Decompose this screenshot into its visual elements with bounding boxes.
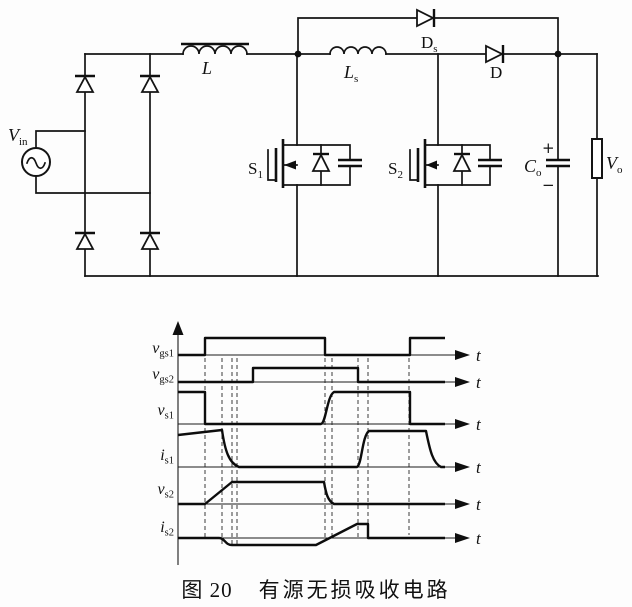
label-S1: S1 xyxy=(248,159,263,181)
bridge-rectifier xyxy=(75,74,160,250)
time-axis-arrow-icon xyxy=(455,377,470,387)
label-S2: S2 xyxy=(388,159,403,181)
waveform-row-vs1: vs1 t xyxy=(158,390,482,434)
waveform-row-is2: is2 t xyxy=(160,519,482,548)
waveform-label: is2 xyxy=(160,519,174,539)
waveform-row-vs2: vs2 t xyxy=(158,480,482,514)
waveform-label: vgs2 xyxy=(152,366,174,386)
bridge-diode-icon xyxy=(75,232,95,250)
y-axis-arrow-icon xyxy=(172,321,184,335)
trace-is2 xyxy=(178,522,445,547)
inductor-coil-icon xyxy=(329,46,387,55)
time-label: t xyxy=(476,346,482,365)
mosfet-gate-lead xyxy=(267,149,277,181)
mosfet-arrow-icon xyxy=(426,160,437,170)
bridge-diode-icon xyxy=(75,75,95,93)
mosfet-S2: S2 xyxy=(388,139,502,188)
wires xyxy=(35,17,599,277)
wire-source-bottom xyxy=(35,175,151,194)
trace-vgs2 xyxy=(178,366,445,384)
time-label: t xyxy=(476,415,482,434)
mosfet-gate-lead xyxy=(409,149,419,181)
bridge-diode-icon xyxy=(140,232,160,250)
s2-cell-frame xyxy=(424,144,491,186)
inductor-L: L xyxy=(181,42,249,78)
figure-title: 有源无损吸收电路 xyxy=(258,578,451,602)
time-axis-arrow-icon xyxy=(455,419,470,429)
dashed-time-markers xyxy=(204,358,410,545)
capacitor-Co: + − Co xyxy=(524,139,570,194)
time-label: t xyxy=(476,458,482,477)
body-diode-icon xyxy=(311,152,331,172)
label-Co: Co xyxy=(524,156,542,179)
figure-caption: 图 20 有源无损吸收电路 xyxy=(0,574,632,604)
ac-source-Vin: Vin xyxy=(8,125,51,177)
bridge-diode-icon xyxy=(140,75,160,93)
waveform-label: vs2 xyxy=(158,481,174,501)
waveform-row-vgs2: vgs2 t xyxy=(152,366,482,392)
mosfet-arrow-icon xyxy=(284,160,296,170)
capacitor-plates xyxy=(546,158,570,168)
label-Ds: Ds xyxy=(421,33,438,55)
sine-icon xyxy=(25,156,47,170)
plus-sign: + xyxy=(542,139,555,157)
label-vin: Vin xyxy=(8,125,28,148)
time-axis-arrow-icon xyxy=(455,350,470,360)
wire-source-top xyxy=(35,130,86,149)
load-resistor xyxy=(591,138,603,179)
time-axis-arrow-icon xyxy=(455,499,470,509)
diode-D: D xyxy=(485,44,505,82)
figure-number: 图 20 xyxy=(181,578,233,602)
label-Ls: Ls xyxy=(343,62,358,85)
time-axis-arrow-icon xyxy=(455,462,470,472)
snubber-cap-plates xyxy=(338,158,362,168)
waveform-row-vgs1: vgs1 t xyxy=(152,336,482,365)
waveform-label: is1 xyxy=(160,447,174,467)
label-Vo: Vo xyxy=(606,153,623,176)
time-label: t xyxy=(476,529,482,548)
trace-vs1 xyxy=(178,390,445,426)
inductor-coil-icon xyxy=(182,45,248,55)
waveform-label: vs1 xyxy=(158,402,174,422)
y-axis xyxy=(172,321,184,565)
trace-vgs1 xyxy=(178,336,445,357)
trace-vs2 xyxy=(178,480,445,506)
diode-icon xyxy=(485,44,505,64)
time-label: t xyxy=(476,495,482,514)
waveform-row-is1: is1 t xyxy=(160,428,482,477)
minus-sign: − xyxy=(542,176,555,194)
diode-icon xyxy=(416,8,436,28)
mosfet-S1: S1 xyxy=(248,139,362,188)
snubber-cap-plates xyxy=(478,158,502,168)
label-D: D xyxy=(490,63,502,82)
body-diode-icon xyxy=(452,152,472,172)
time-label: t xyxy=(476,373,482,392)
inductor-Ls: Ls xyxy=(329,46,387,85)
label-L: L xyxy=(201,58,212,78)
waveform-plot: vgs1 t vgs2 t vs1 t is1 t xyxy=(152,321,482,565)
figure-canvas: Vin L Ls Ds xyxy=(8,8,623,565)
diode-Ds: Ds xyxy=(416,8,438,55)
time-axis-arrow-icon xyxy=(455,533,470,543)
circuit-schematic: Vin L Ls Ds xyxy=(8,8,623,277)
waveform-label: vgs1 xyxy=(152,340,174,360)
junction-dot xyxy=(294,50,302,58)
junction-dot xyxy=(554,50,562,58)
s1-cell-frame xyxy=(282,144,351,186)
trace-is1 xyxy=(177,428,445,469)
load-Vo: Vo xyxy=(591,138,623,179)
